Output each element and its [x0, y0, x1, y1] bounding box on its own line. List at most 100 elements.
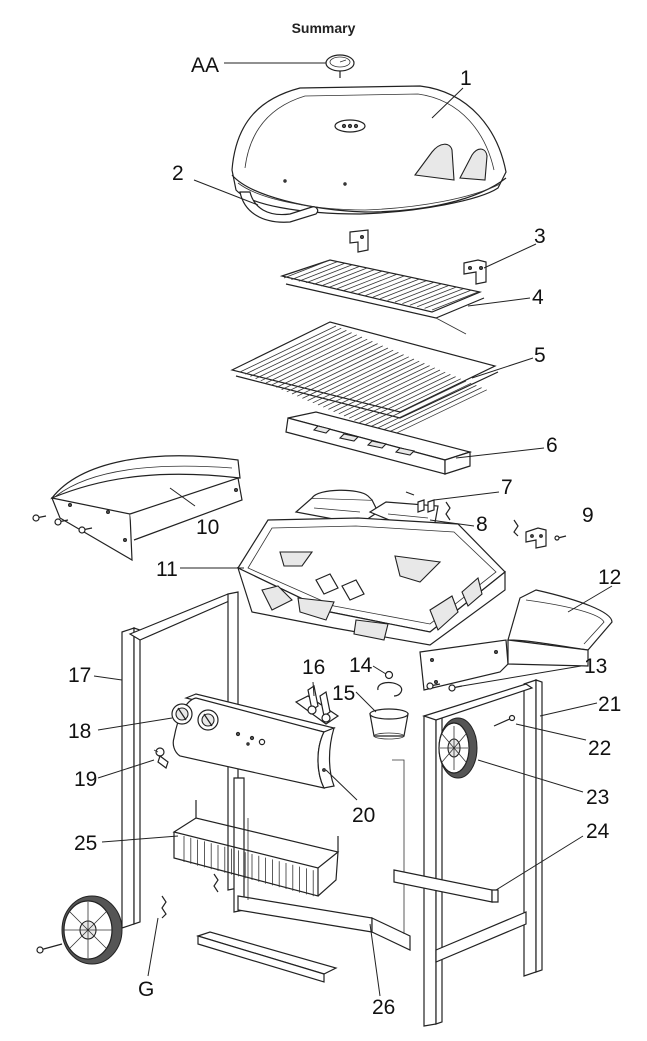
grate5-bars-bar — [307, 354, 404, 401]
rack4-bars-bar — [350, 274, 397, 293]
callout-15: 15 — [332, 682, 355, 705]
grate5-bars-bar — [276, 341, 373, 388]
rack4-bars-bar — [328, 269, 375, 288]
callout-12: 12 — [598, 566, 621, 589]
callout-18: 18 — [68, 720, 91, 743]
callout-8: 8 — [476, 513, 488, 536]
callout-2: 2 — [172, 162, 184, 185]
grate5-bars-bar — [328, 363, 425, 410]
rack4-bars-bar — [409, 286, 456, 306]
rack4-bars-bar — [372, 278, 419, 298]
callout-16: 16 — [302, 656, 325, 679]
callout-AA: AA — [191, 54, 219, 77]
grate5-bars-bar — [317, 358, 415, 406]
igniter-bracket — [513, 519, 567, 549]
grate5-bars-bar — [260, 334, 357, 382]
leader-lines — [93, 62, 613, 997]
grate5-bars-bar — [375, 382, 472, 430]
flame-tamer — [285, 411, 473, 475]
grate5-bars-bar — [286, 345, 383, 393]
firebox — [237, 517, 506, 646]
callout-24: 24 — [586, 820, 610, 843]
grate-brackets — [349, 229, 487, 285]
right-side-shelf — [419, 589, 613, 692]
callout-3: 3 — [534, 225, 546, 248]
grate5-bars-bar — [354, 374, 451, 421]
rack4-bars-bar — [306, 264, 353, 284]
grate5-bars-bar — [380, 385, 477, 432]
callout-9: 9 — [582, 504, 594, 527]
grate5-bars-bar — [323, 360, 420, 408]
rack4-bars-bar — [380, 280, 427, 300]
callout-14: 14 — [349, 654, 373, 677]
callout-25: 25 — [74, 832, 97, 855]
storage-basket — [172, 800, 340, 897]
grate5-bars-bar — [255, 332, 352, 379]
callout-17: 17 — [68, 664, 91, 687]
grate5-bars-bar — [312, 356, 409, 404]
callout-labels: AA 1 2 3 4 5 6 7 8 9 10 11 12 13 14 15 1… — [68, 54, 621, 1019]
grate5-bars-bar — [369, 380, 467, 428]
valve-manifold — [294, 685, 340, 725]
callout-1: 1 — [460, 67, 472, 90]
rack4-bars-bar — [417, 288, 464, 308]
rack4-bars-bar — [431, 291, 479, 311]
g-pin — [161, 895, 167, 919]
right-wheel — [438, 714, 516, 779]
rack4-bars-bar — [298, 262, 345, 282]
rack4-bars-bar — [343, 272, 390, 292]
callout-6: 6 — [546, 434, 558, 457]
callout-5: 5 — [534, 344, 546, 367]
grate5-bars-bar — [239, 325, 337, 373]
cooking-grate — [230, 321, 499, 437]
callout-11: 11 — [156, 558, 178, 581]
left-side-shelf — [32, 455, 243, 562]
grate5-bars-bar — [265, 336, 363, 384]
grate5-bars-bar — [343, 369, 441, 417]
grate5-bars-bar — [385, 387, 482, 434]
grate5-bars-bar — [364, 378, 461, 426]
rack4-bars-bar — [387, 282, 434, 301]
callout-23: 23 — [586, 786, 609, 809]
callout-G: G — [138, 978, 154, 1001]
grate5-bars-bar — [359, 376, 456, 423]
rack4-bars-bar — [365, 277, 412, 296]
grate5-bars-bar — [333, 365, 430, 412]
grate5-bars-bar — [281, 343, 378, 390]
grate5-bars-bar — [302, 352, 399, 399]
callout-10: 10 — [196, 516, 219, 539]
callout-13: 13 — [584, 655, 607, 678]
control-panel — [153, 693, 336, 789]
grate5-bars-bar — [271, 338, 368, 386]
rack4-bars-bar — [357, 275, 405, 295]
grate5-bars-bar — [390, 389, 487, 437]
rack4-bars-bar — [424, 290, 471, 309]
callout-26: 26 — [372, 996, 395, 1019]
rack4-bars-bar — [291, 261, 338, 280]
grease-cup — [369, 670, 409, 740]
grate5-bars-bar — [291, 347, 389, 395]
lid — [231, 85, 507, 215]
rack4-bars-bar — [335, 270, 382, 290]
grate5-bars-bar — [245, 327, 342, 375]
grate5-bars-bar — [338, 367, 435, 415]
callout-21: 21 — [598, 693, 621, 716]
callout-20: 20 — [352, 804, 375, 827]
callout-7: 7 — [501, 476, 513, 499]
page-title: Summary — [291, 20, 356, 36]
rack4-bars-bar — [283, 259, 331, 279]
lid-handle — [239, 191, 319, 223]
grate5-bars-bar — [349, 371, 446, 419]
left-wheel — [36, 895, 123, 965]
rack4-bars-bar — [402, 285, 449, 304]
warming-rack — [279, 259, 485, 335]
callout-4: 4 — [532, 286, 544, 309]
grate5-bars-bar — [297, 349, 394, 397]
grate5-bars-bar — [250, 330, 347, 377]
callout-19: 19 — [74, 768, 97, 791]
rack4-bars-bar — [394, 283, 442, 303]
callout-22: 22 — [588, 737, 611, 760]
thermometer — [325, 54, 355, 78]
